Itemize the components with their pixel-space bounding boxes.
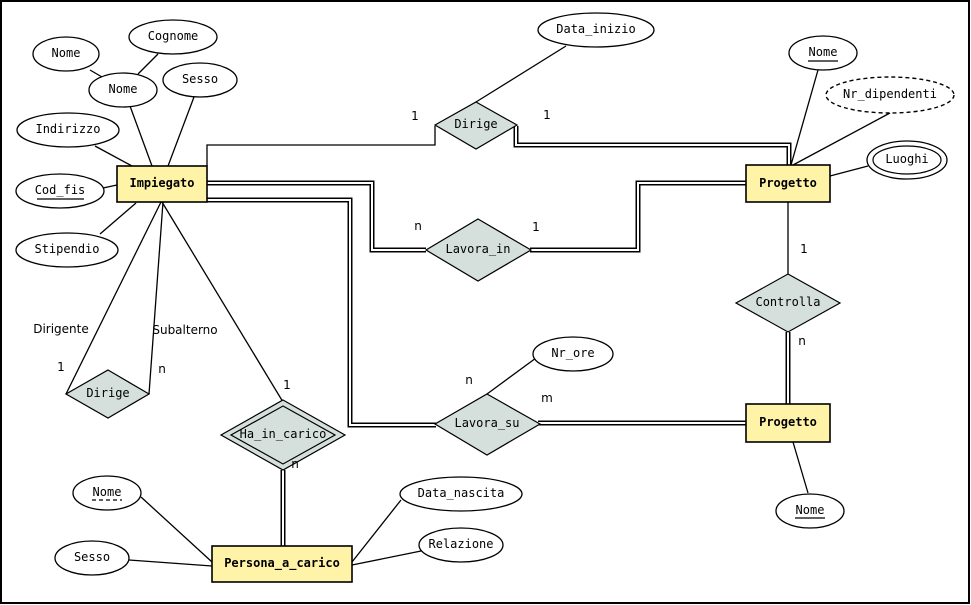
line-codfis-impiegato — [102, 184, 118, 189]
attribute-label: Nome — [109, 82, 138, 96]
attribute-label: Cod_fis — [35, 183, 86, 197]
line-nome-impiegato — [129, 105, 153, 167]
entity-label: Progetto — [759, 415, 817, 429]
line-persona-relazione — [351, 550, 422, 566]
attribute-label: Sesso — [182, 72, 218, 86]
line-dirige-progetto-inner — [515, 126, 790, 165]
relationship-label: Dirige — [86, 386, 129, 400]
attribute-label: Nome — [809, 45, 838, 59]
line-impiegato-dirigente — [65, 201, 162, 395]
cardinality-lavorain-emp: n — [414, 219, 422, 233]
cardinality-controlla-top: 1 — [800, 242, 808, 256]
entity-progetto-top[interactable]: Progetto — [745, 164, 831, 203]
line-impiegato-dirige — [206, 126, 436, 166]
relationship-dirige-top[interactable]: Dirige — [433, 101, 519, 150]
line-persona-sesso — [128, 559, 213, 567]
attribute-label: Nr_ore — [551, 346, 594, 360]
attribute-label: Sesso — [74, 550, 110, 564]
cardinality-lavorasu-emp: n — [465, 373, 473, 387]
relationship-label: Lavora_su — [454, 416, 519, 430]
attribute-label: Nome — [93, 485, 122, 499]
line-dirige-datainizio — [475, 45, 567, 103]
attribute-nome-persona[interactable]: Nome — [72, 475, 142, 511]
cardinality-lavorasu-prog: m — [541, 391, 553, 405]
attribute-stipendio[interactable]: Stipendio — [15, 232, 119, 268]
attribute-nr-dipendenti[interactable]: Nr_dipendenti — [825, 76, 955, 114]
line-impiegato-lavorain-inner — [207, 182, 426, 251]
relationship-lavora-su[interactable]: Lavora_su — [433, 393, 542, 456]
entity-label: Progetto — [759, 176, 817, 190]
attribute-label: Nome — [796, 503, 825, 517]
entity-label: Persona_a_carico — [224, 556, 340, 571]
line-stipendio-impiegato — [99, 202, 137, 235]
line-impiegato-lavorasu-inner — [207, 199, 436, 426]
entity-persona-a-carico[interactable]: Persona_a_carico — [211, 545, 353, 583]
attribute-nr-ore[interactable]: Nr_ore — [532, 336, 614, 372]
attribute-sesso-persona[interactable]: Sesso — [54, 540, 130, 576]
entity-label: Impiegato — [129, 176, 194, 190]
attribute-luoghi[interactable]: Luoghi — [866, 140, 948, 180]
attribute-label: Luoghi — [885, 152, 928, 166]
line-nome-cognome2 — [137, 53, 159, 75]
line-indirizzo-impiegato — [94, 145, 133, 167]
attribute-cognome[interactable]: Cognome — [128, 19, 218, 55]
attribute-label: Nome — [52, 46, 81, 60]
relationship-label: Dirige — [454, 117, 497, 131]
line-impiegato-hainc — [161, 201, 284, 403]
relationship-label: Ha_in_carico — [240, 427, 327, 441]
relationship-label: Controlla — [755, 295, 820, 309]
attribute-label: Stipendio — [34, 242, 99, 256]
relationship-label: Lavora_in — [445, 242, 510, 256]
line-lavorasu-nrore — [486, 357, 537, 395]
attribute-sesso-emp[interactable]: Sesso — [162, 62, 238, 98]
cardinality-dirige-prog: 1 — [543, 108, 551, 122]
cardinality-controlla-bottom: n — [798, 334, 806, 348]
cardinality-dirigeself-dirigente: 1 — [57, 360, 65, 374]
cardinality-dirigeself-subalterno: n — [158, 362, 166, 376]
line-nome-cognome — [89, 69, 103, 78]
relationship-controlla[interactable]: Controlla — [734, 273, 842, 333]
relationship-dirige-self[interactable]: Dirige — [64, 369, 151, 419]
attribute-nome-prog-top[interactable]: Nome — [788, 35, 858, 71]
role-dirigente: Dirigente — [33, 322, 89, 336]
cardinality-dirige-emp: 1 — [411, 109, 419, 123]
attribute-nome-emp[interactable]: Nome — [88, 72, 158, 108]
attribute-label: Data_inizio — [556, 22, 635, 36]
cardinality-lavorain-prog: 1 — [532, 220, 540, 234]
attribute-data-nascita[interactable]: Data_nascita — [399, 476, 523, 512]
attribute-data-inizio[interactable]: Data_inizio — [537, 12, 655, 48]
line-persona-nome — [140, 496, 213, 563]
line-progetto-nrdip — [792, 112, 891, 166]
entity-progetto-bottom[interactable]: Progetto — [745, 403, 831, 443]
relationship-ha-in-carico[interactable]: Ha_in_carico — [219, 399, 347, 471]
attribute-label: Data_nascita — [418, 486, 505, 500]
line-progetto-nome — [790, 69, 819, 166]
line-lavorain-progetto-inner — [530, 182, 746, 251]
attribute-nome-prog-bottom[interactable]: Nome — [775, 493, 845, 529]
connectors — [65, 45, 891, 567]
line-persona-datanascita — [351, 499, 402, 563]
attribute-indirizzo[interactable]: Indirizzo — [16, 112, 120, 148]
entity-impiegato[interactable]: Impiegato — [116, 165, 208, 203]
line-sesso-impiegato — [167, 96, 195, 167]
role-subalterno: Subalterno — [152, 323, 217, 337]
attribute-label: Indirizzo — [35, 122, 100, 136]
relationship-lavora-in[interactable]: Lavora_in — [424, 218, 533, 282]
attribute-cod-fis[interactable]: Cod_fis — [15, 173, 105, 209]
attribute-nome-sub[interactable]: Nome — [32, 36, 100, 72]
attribute-relazione[interactable]: Relazione — [418, 527, 504, 563]
cardinalities: 1 1 n 1 1 n 1 n 1 n n m — [57, 108, 808, 471]
line-progetto-nome-bottom — [792, 441, 809, 494]
attribute-label: Relazione — [428, 537, 493, 551]
line-impiegato-subalterno — [148, 201, 164, 395]
cardinality-hainc-persona: n — [291, 457, 299, 471]
cardinality-hainc-emp: 1 — [283, 378, 291, 392]
attribute-label: Cognome — [148, 29, 199, 43]
line-progetto-luoghi — [829, 165, 869, 177]
attribute-label: Nr_dipendenti — [843, 87, 937, 101]
